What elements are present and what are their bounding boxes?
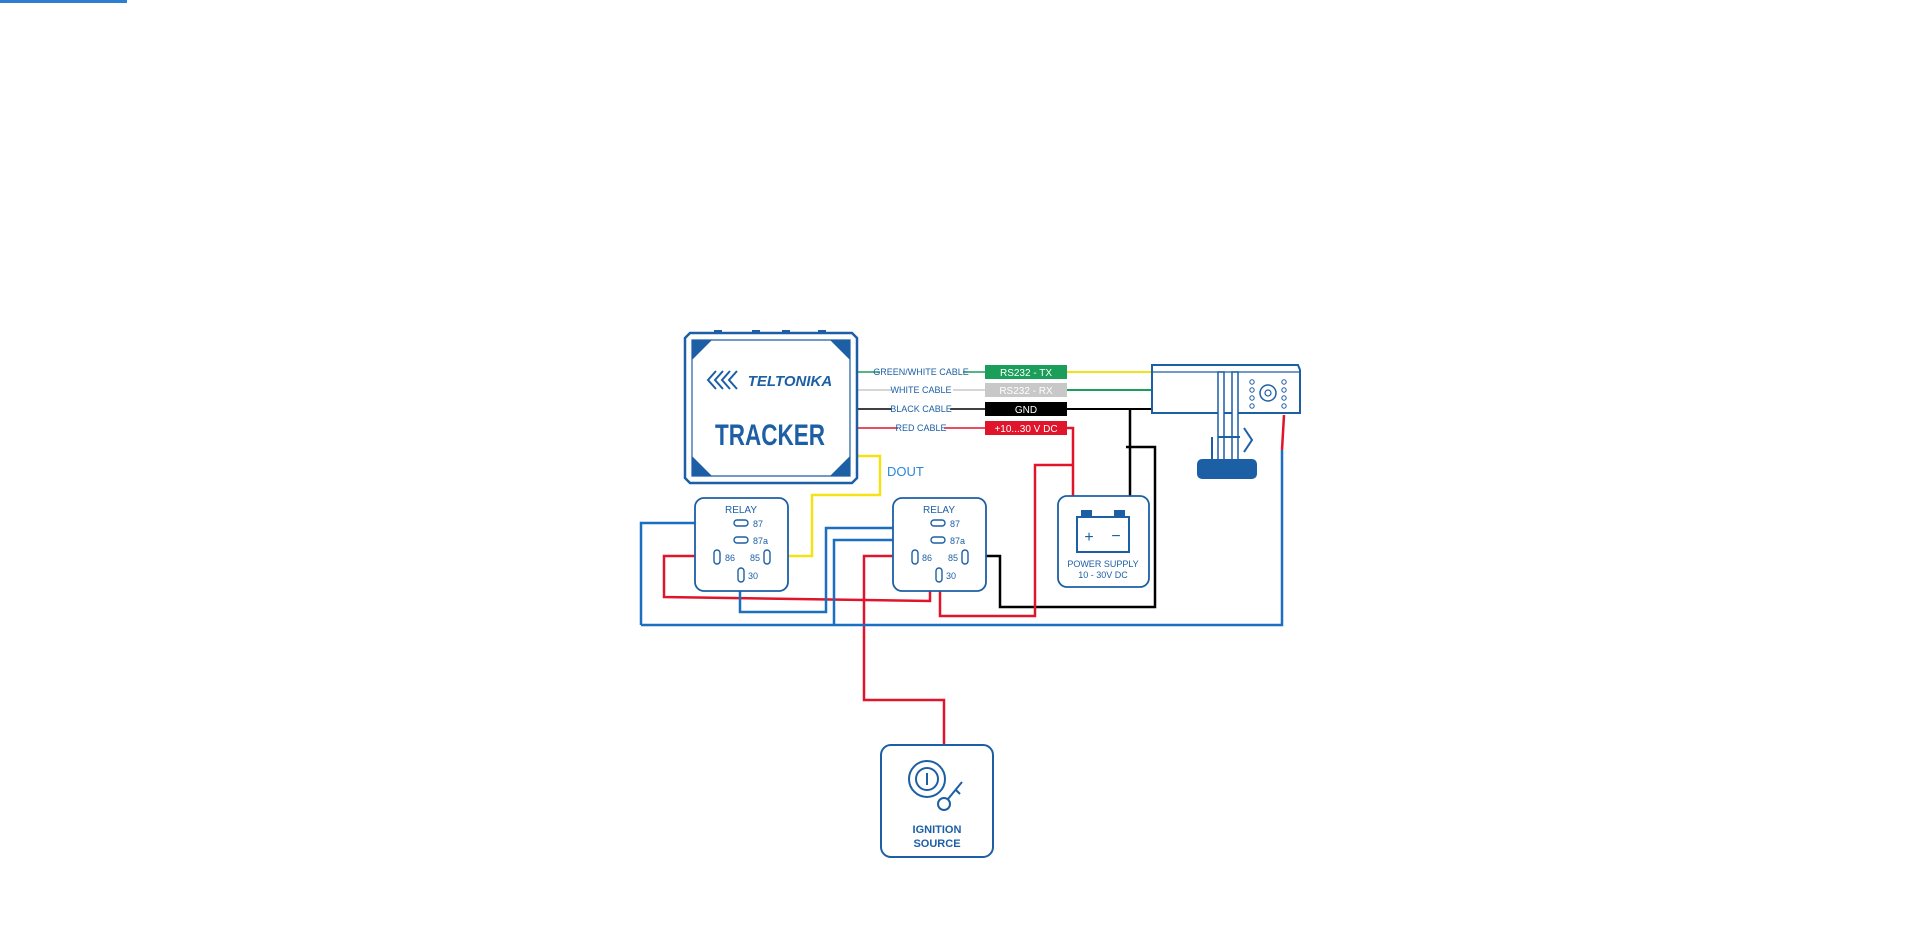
relay-2-pin-87a: 87a (950, 536, 965, 546)
cable-name-green-white: GREEN/WHITE CABLE (873, 367, 969, 377)
relay-1: RELAY 87 87a 86 85 30 (694, 497, 789, 592)
signal-badge-gnd (985, 402, 1067, 416)
relay-1-title: RELAY (725, 505, 757, 516)
power-supply-line1: POWER SUPPLY (1067, 559, 1138, 569)
signal-label-vdc: +10...30 V DC (994, 424, 1057, 435)
battery-minus: − (1111, 528, 1120, 545)
ignition-line2: SOURCE (913, 838, 960, 850)
battery-icon (1076, 510, 1130, 553)
top-accent-bar (0, 0, 127, 3)
cable-name-red: RED CABLE (895, 423, 946, 433)
relay-2-title: RELAY (923, 505, 955, 516)
relay-1-pin-86: 86 (725, 553, 735, 563)
power-supply: + − POWER SUPPLY 10 - 30V DC (1057, 495, 1150, 588)
device-red-wire (1280, 414, 1286, 451)
relay1-30-blue (738, 526, 935, 614)
relay-2-pin-30: 30 (946, 571, 956, 581)
dout-label: DOUT (887, 464, 924, 479)
battery-plus: + (1084, 529, 1093, 546)
cable-name-black: BLACK CABLE (890, 404, 952, 414)
relay-2: RELAY 87 87a 86 85 30 (892, 497, 987, 592)
external-device (1151, 364, 1301, 479)
wires (639, 371, 1286, 745)
relay-1-pin-87: 87 (753, 519, 763, 529)
relay-2-pin-87: 87 (950, 519, 960, 529)
vdc-to-battery (1067, 426, 1075, 496)
tracker-brand: TELTONIKA (748, 373, 832, 390)
teltonika-logo-icon (706, 370, 738, 390)
signal-badge-tx (985, 365, 1067, 379)
signal-label-gnd: GND (1015, 405, 1037, 416)
signal-badge-vdc (985, 421, 1067, 435)
relay2-red-to-ignition (862, 554, 946, 745)
signal-label-tx: RS232 - TX (1000, 368, 1052, 379)
relay-2-pin-86: 86 (922, 553, 932, 563)
relay-1-pin-87a: 87a (753, 536, 768, 546)
dout-wire (776, 454, 882, 558)
relay-1-pin-85: 85 (750, 553, 760, 563)
device-knob-icon (1249, 379, 1287, 409)
ignition-key-icon (908, 760, 963, 811)
battery-ground-loop (968, 445, 1157, 609)
bottom-blue-bus (641, 450, 1284, 627)
tracker-title: TRACKER (715, 419, 825, 452)
ignition-source: IGNITION SOURCE (880, 744, 994, 858)
tracker-device (683, 330, 859, 485)
battery-red-to-relay2 (938, 463, 1073, 618)
relay-1-pin-30: 30 (748, 571, 758, 581)
relay-2-pin-85: 85 (948, 553, 958, 563)
power-supply-line2: 10 - 30V DC (1078, 570, 1128, 580)
ignition-line1: IGNITION (913, 824, 962, 836)
signal-badge-rx (985, 383, 1067, 397)
cable-name-white: WHITE CABLE (890, 385, 951, 395)
cable-labels: GREEN/WHITE CABLE WHITE CABLE BLACK CABL… (873, 365, 1067, 435)
signal-label-rx: RS232 - RX (999, 386, 1053, 397)
